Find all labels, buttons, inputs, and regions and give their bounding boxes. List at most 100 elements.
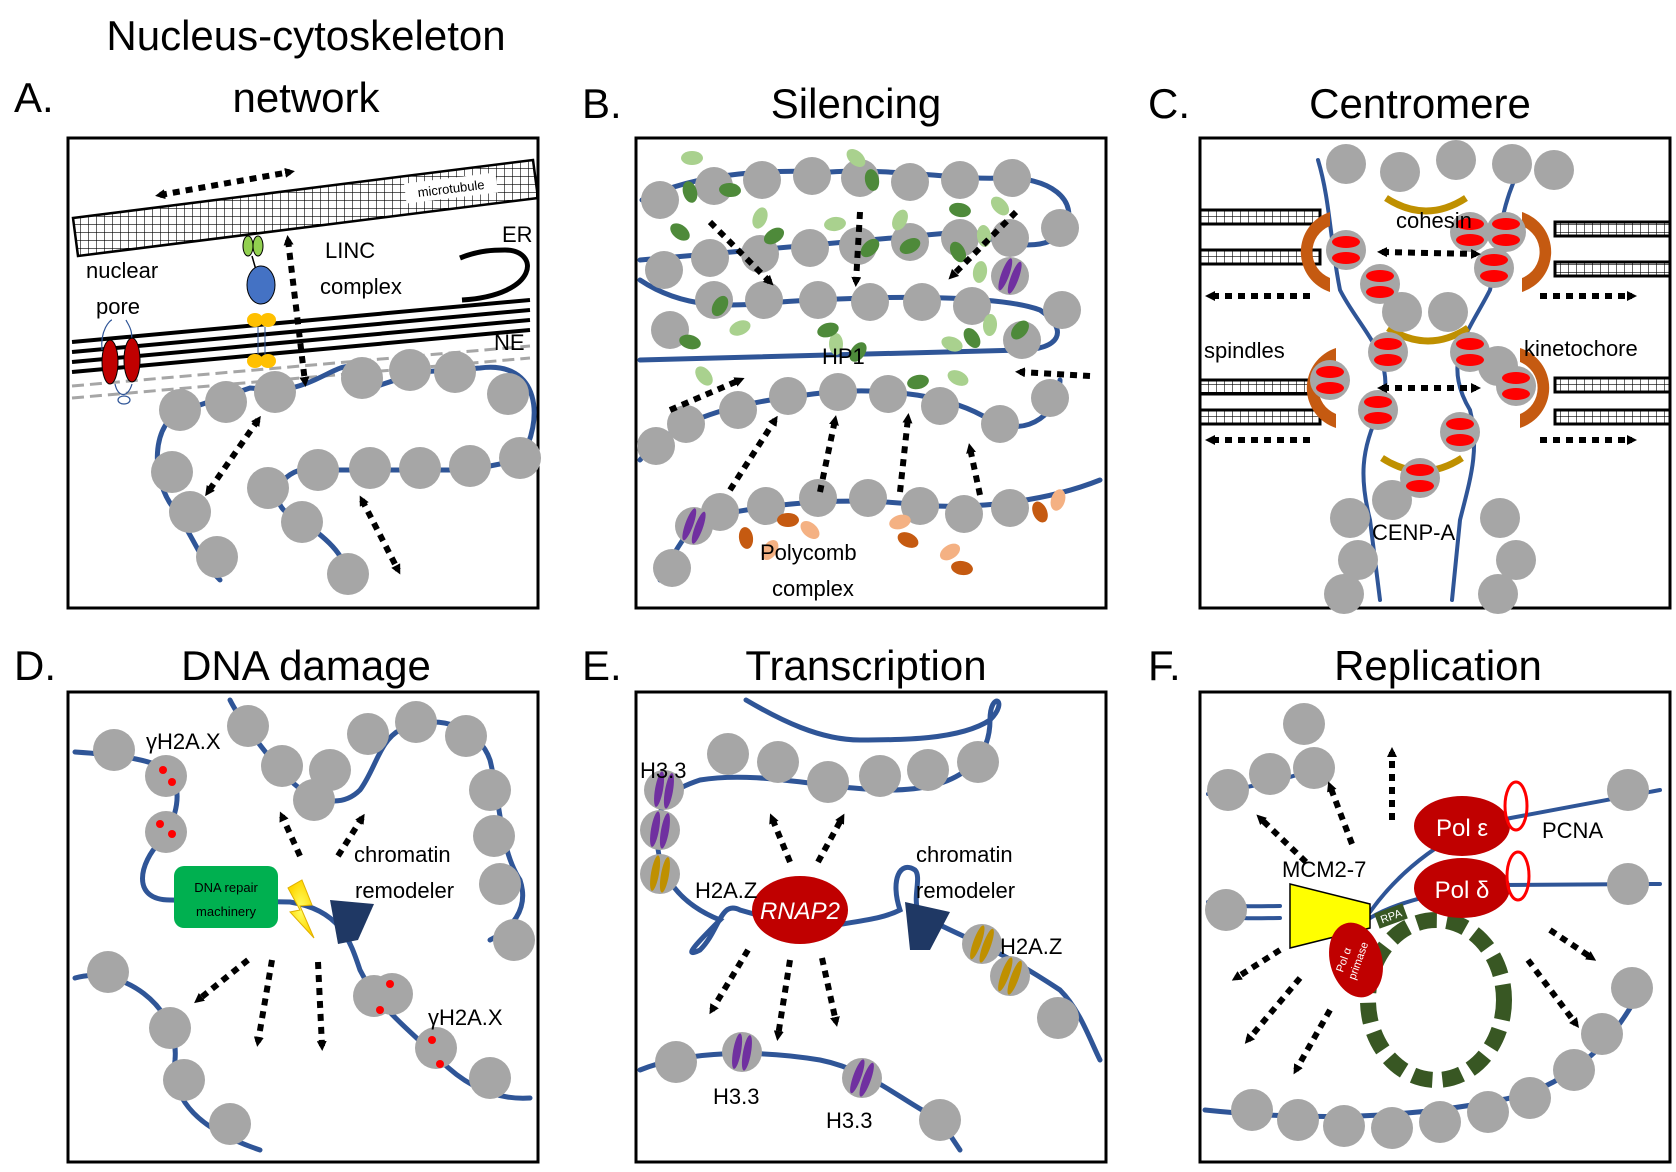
nucleosome	[254, 371, 296, 413]
cenpa-mark	[1332, 236, 1360, 248]
nucleosome	[449, 445, 491, 487]
nucleosome	[1324, 574, 1364, 614]
histone-band	[663, 773, 674, 809]
arrow	[1293, 1008, 1333, 1075]
protein-subunit	[817, 322, 839, 338]
kinetochore	[1300, 212, 1330, 292]
nucleosome	[395, 701, 437, 743]
pol-alpha-primase	[1329, 922, 1383, 998]
nuclear-pore-label-2: pore	[96, 294, 140, 319]
protein-subunit	[719, 182, 741, 198]
protein-subunit	[824, 216, 846, 232]
cenpa-mark	[1374, 354, 1402, 366]
arrow	[1525, 958, 1579, 1028]
panel-e-chromatin: RNAP2	[637, 697, 1103, 1153]
nucleosome	[1436, 140, 1476, 180]
histone-band	[1007, 960, 1022, 995]
nucleosome	[807, 761, 849, 803]
linc-label-2: complex	[320, 274, 402, 299]
nucleosome	[743, 161, 781, 199]
remodeler-e-label-2: remodeler	[916, 878, 1015, 903]
gh2ax-mark	[436, 1060, 444, 1068]
arrow	[966, 443, 983, 496]
protein-subunit	[752, 207, 768, 229]
protein-subunit	[828, 333, 844, 355]
gh2ax-mark	[168, 778, 176, 786]
panel-c-frame	[1198, 136, 1672, 610]
nucleosome	[1326, 144, 1366, 184]
double-arrow	[205, 415, 261, 497]
nucleosome	[719, 391, 757, 429]
h2az-label-2: H2A.Z	[1000, 934, 1062, 959]
histone-band	[998, 957, 1013, 992]
double-arrow	[155, 167, 295, 200]
nucleosome	[479, 863, 521, 905]
protein-subunit	[1032, 501, 1048, 523]
cenpa-mark	[1480, 270, 1508, 282]
protein-subunit	[846, 148, 866, 168]
nucleosome	[945, 495, 983, 533]
panel-b: B. Silencing HP1 Polycomb complex	[582, 80, 1108, 610]
arrow	[709, 948, 751, 1015]
nucleosome	[487, 373, 529, 415]
protein-subunit	[949, 241, 967, 263]
nucleosome	[1480, 498, 1520, 538]
protein-subunit	[761, 540, 779, 560]
variant-nucleosome	[722, 1032, 762, 1072]
nucleosome	[261, 745, 303, 787]
nucleosome	[196, 536, 238, 578]
protein-subunit	[681, 151, 703, 165]
arrow	[773, 959, 793, 1041]
arrow	[253, 959, 275, 1047]
histone-band	[998, 258, 1013, 291]
nucleosome	[1041, 209, 1079, 247]
nucleosome	[1205, 889, 1247, 931]
nucleosome	[434, 351, 476, 393]
cenpa-mark	[1374, 338, 1402, 350]
cenpa-mark	[1366, 286, 1394, 298]
nucleosome	[1553, 1049, 1595, 1091]
cenpa-mark	[1456, 218, 1484, 230]
nucleosome	[1372, 480, 1412, 520]
nucleosome	[747, 487, 785, 525]
h2az-label-1: H2A.Z	[695, 878, 757, 903]
arrow	[769, 813, 793, 864]
nucleosome	[1496, 540, 1536, 580]
cenpa-mark	[1492, 234, 1520, 246]
cohesin-ring	[1386, 325, 1470, 345]
pol-delta	[1414, 858, 1510, 918]
panel-b-chromatin	[637, 157, 1103, 587]
hp1-label: HP1	[822, 344, 865, 369]
gh2ax-mark	[168, 830, 176, 838]
nucleosome	[1607, 769, 1649, 811]
arrow	[279, 811, 303, 858]
nucleosome	[309, 749, 351, 791]
cenpa-mark	[1456, 354, 1484, 366]
spindle-microtubule	[1198, 408, 1322, 426]
nucleosome	[1419, 1101, 1461, 1143]
protein-subunit	[892, 209, 908, 231]
protein-subunit	[1011, 320, 1029, 340]
protein-subunit	[860, 238, 880, 258]
nucleosome	[791, 229, 829, 267]
protein-subunit	[711, 295, 729, 317]
nucleosome	[1043, 291, 1081, 329]
protein-subunit	[972, 261, 988, 283]
gh2ax-label-1: γH2A.X	[146, 729, 221, 754]
cenpa-mark	[1446, 418, 1474, 430]
nucleosome	[93, 729, 135, 771]
nucleosome	[1467, 1091, 1509, 1133]
protein-subunit	[889, 514, 911, 530]
er-label: ER	[502, 222, 533, 247]
arrow	[1244, 976, 1303, 1044]
nucleosome	[1382, 292, 1422, 332]
panel-d-letter: D.	[14, 642, 56, 689]
gh2ax-mark	[156, 820, 164, 828]
repair-label-2: machinery	[196, 904, 256, 919]
nucleosome	[869, 375, 907, 413]
nucleosome	[849, 479, 887, 517]
nuclear-pore	[101, 319, 141, 405]
histone-band	[732, 1033, 743, 1069]
nucleosome	[799, 281, 837, 319]
nucleosome	[399, 447, 441, 489]
